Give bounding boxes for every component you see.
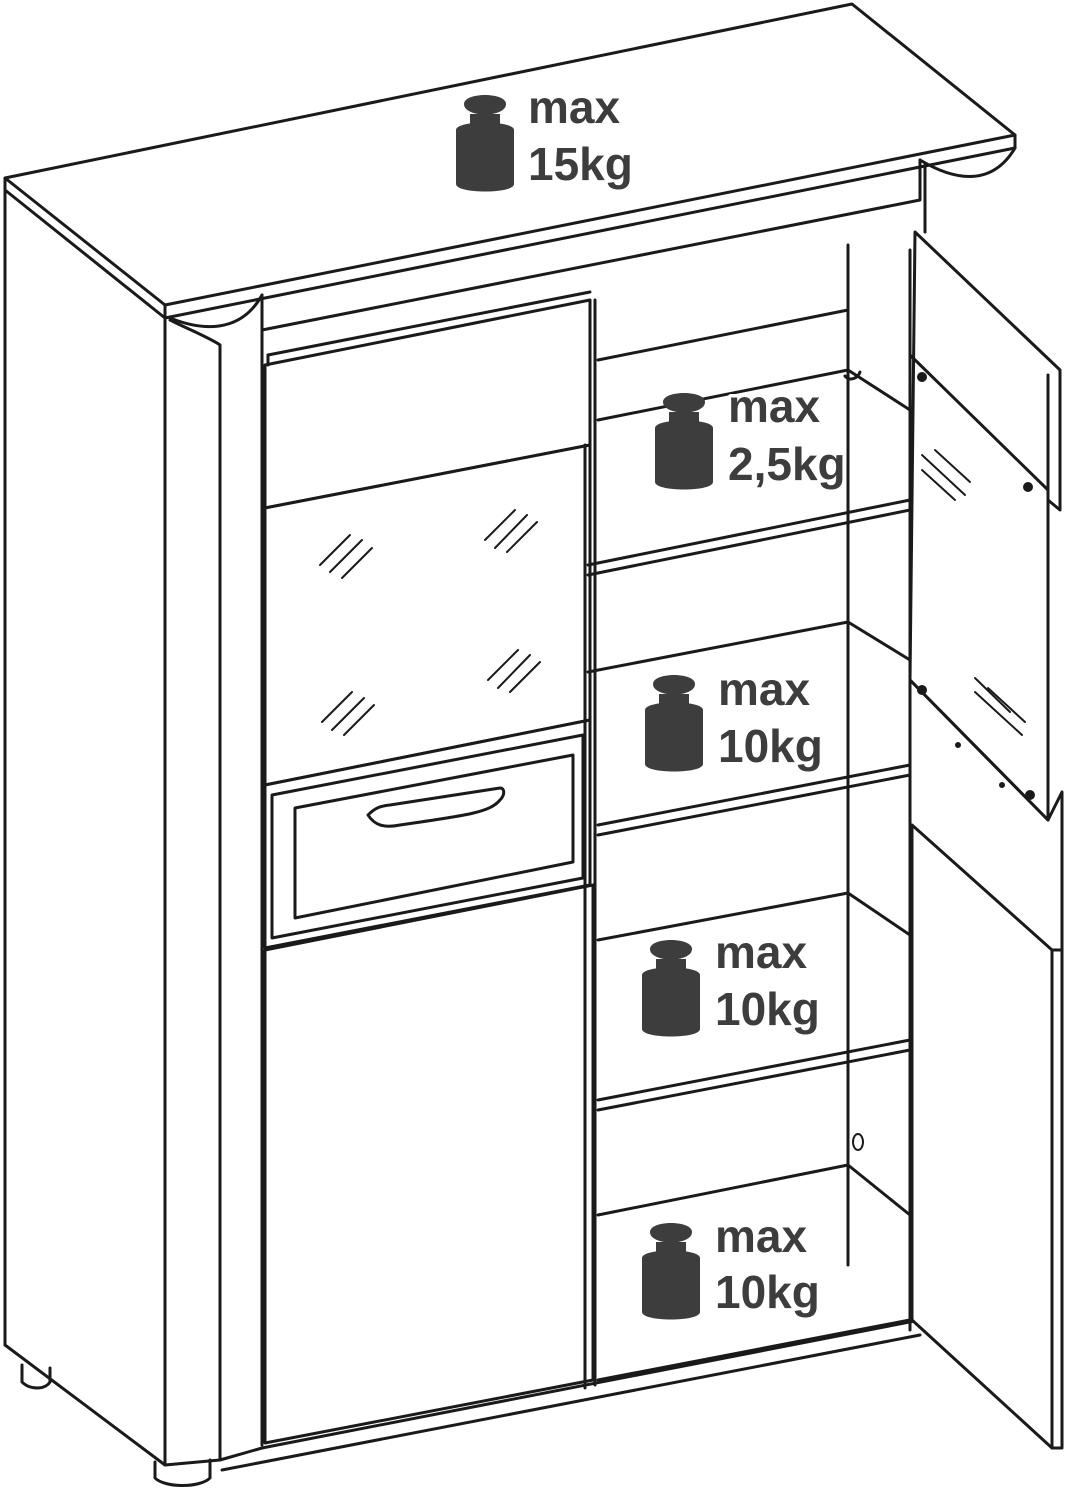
weight-icon xyxy=(655,393,713,490)
weight-label-max: max xyxy=(728,380,820,432)
weight-icon xyxy=(456,95,514,192)
weight-icon xyxy=(645,675,703,772)
weight-label-max: max xyxy=(715,926,807,978)
cabinet-plinth xyxy=(163,1318,922,1472)
weight-label-value: 15kg xyxy=(528,138,633,190)
weight-label-max: max xyxy=(718,663,810,715)
weight-label-value: 10kg xyxy=(718,720,823,772)
weight-label-max: max xyxy=(715,1210,807,1262)
weight-label-value: 2,5kg xyxy=(728,438,846,490)
right-lower-door xyxy=(910,790,1064,1450)
weight-icon xyxy=(642,1223,700,1320)
weight-marker-shelf-1: max 2,5kg xyxy=(655,377,849,494)
lower-left-door xyxy=(263,883,595,1445)
left-glass-door xyxy=(263,443,592,787)
glass-reflection-marks xyxy=(921,449,1026,736)
drawer-handle xyxy=(366,786,506,828)
weight-label-value: 10kg xyxy=(715,1266,820,1318)
right-upper-glass-door xyxy=(908,230,1062,822)
weight-label-max: max xyxy=(528,81,620,133)
weight-label-value: 10kg xyxy=(715,983,820,1035)
weight-icon xyxy=(642,940,700,1037)
glass-reflection-marks xyxy=(319,509,541,736)
cabinet-left-side xyxy=(3,188,264,1487)
